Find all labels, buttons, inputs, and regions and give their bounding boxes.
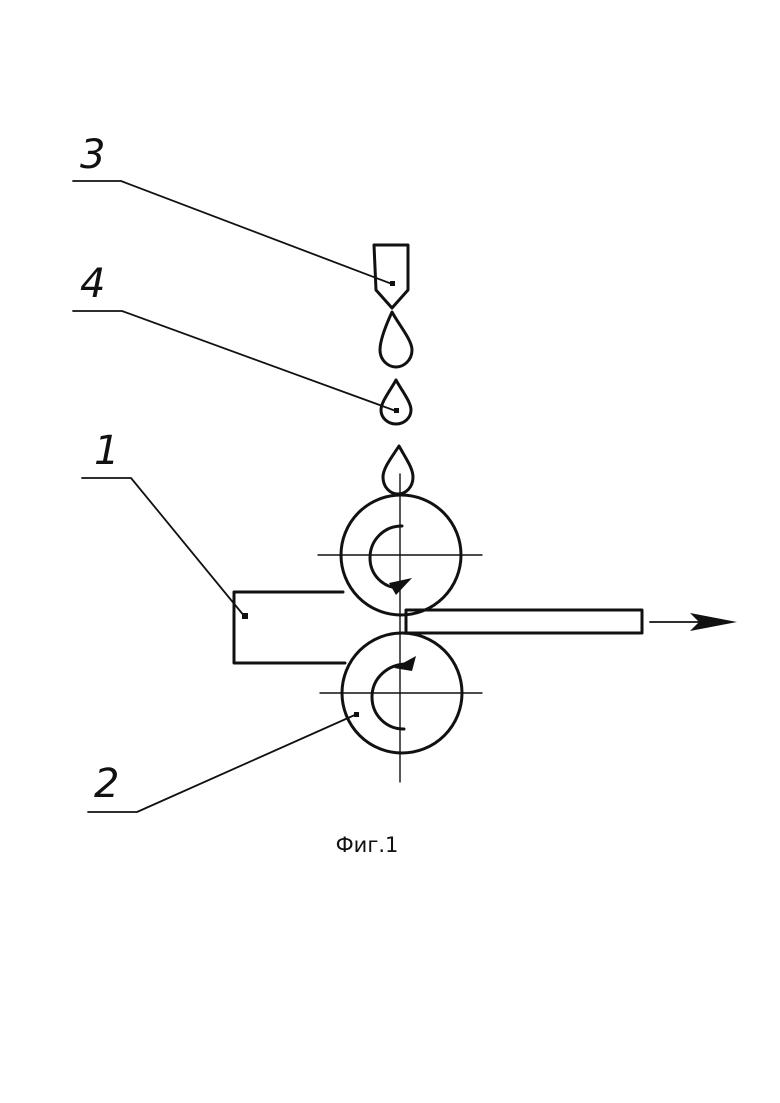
leader-line-4 — [73, 311, 396, 411]
label-part-4: 4 — [80, 261, 105, 307]
lower-roll — [320, 633, 482, 753]
rotation-arrow-icon — [394, 656, 416, 671]
label-part-1: 1 — [94, 428, 119, 474]
leader-line-2 — [88, 714, 357, 812]
nozzle — [374, 245, 408, 308]
droplet-3 — [383, 446, 413, 494]
droplet-2 — [381, 380, 411, 424]
label-part-2: 2 — [94, 761, 119, 807]
droplet-1 — [380, 312, 412, 367]
leader-line-1 — [82, 478, 245, 617]
label-part-3: 3 — [80, 132, 105, 178]
output-direction-arrow — [650, 613, 737, 631]
figure-caption: Фиг.1 — [336, 833, 399, 857]
leader-line-3 — [73, 181, 392, 284]
